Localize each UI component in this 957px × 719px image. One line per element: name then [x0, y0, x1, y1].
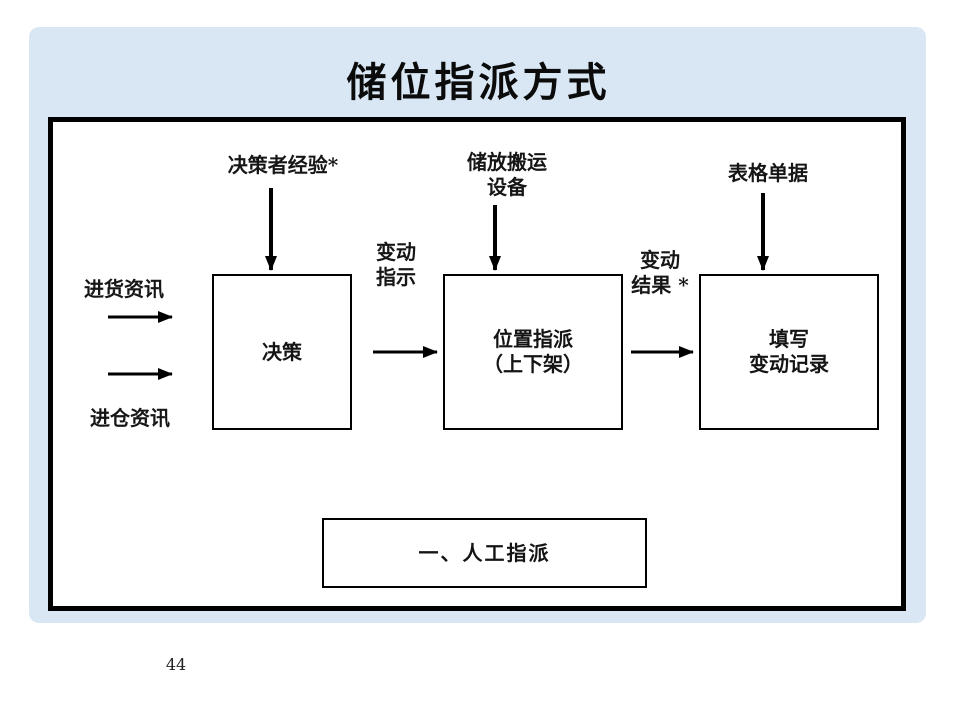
label-incoming-warehouse-info: 进仓资讯: [60, 406, 200, 431]
label-change-instruction: 变动 指示: [356, 240, 436, 290]
label-storage-handling-equipment-line1: 储放搬运: [467, 150, 547, 174]
label-decision-maker-experience: 决策者经验*: [183, 153, 383, 178]
flowchart-panel: 决策者经验* 储放搬运 设备 表格单据 进货资讯 进仓资讯 变动 指示 变动 结…: [48, 117, 906, 611]
box-fill-change-record-line1: 填写: [769, 327, 809, 351]
box-fill-change-record-line2: 变动记录: [749, 352, 829, 376]
label-storage-handling-equipment-line2: 设备: [487, 175, 527, 199]
box-decision: 决策: [212, 274, 352, 430]
label-incoming-goods-info-text: 进货资讯: [84, 277, 164, 301]
box-decision-label: 决策: [262, 339, 302, 364]
slide-title: 储位指派方式: [346, 59, 611, 106]
box-fill-change-record: 填写 变动记录: [699, 274, 879, 430]
label-change-result-line2: 结果 *: [631, 273, 689, 297]
label-form-documents-text: 表格单据: [728, 161, 808, 185]
label-incoming-warehouse-info-text: 进仓资讯: [90, 406, 170, 430]
box-caption-manual-assignment: 一、人工指派: [322, 518, 647, 588]
arrow-layer: [108, 188, 769, 380]
box-location-assignment-line2: （上下架）: [483, 352, 583, 376]
box-location-assignment-line1: 位置指派: [493, 327, 573, 351]
page-number: 44: [165, 655, 187, 674]
label-form-documents: 表格单据: [668, 161, 868, 186]
label-change-result-line1: 变动: [640, 248, 680, 272]
label-change-instruction-line1: 变动: [376, 240, 416, 264]
box-caption-manual-assignment-label: 一、人工指派: [418, 540, 551, 565]
label-decision-maker-experience-text: 决策者经验*: [227, 153, 339, 177]
label-change-result: 变动 结果 *: [620, 248, 700, 298]
box-location-assignment: 位置指派 （上下架）: [443, 274, 623, 430]
label-incoming-goods-info: 进货资讯: [54, 277, 194, 302]
label-storage-handling-equipment: 储放搬运 设备: [407, 150, 607, 200]
label-change-instruction-line2: 指示: [376, 265, 416, 289]
